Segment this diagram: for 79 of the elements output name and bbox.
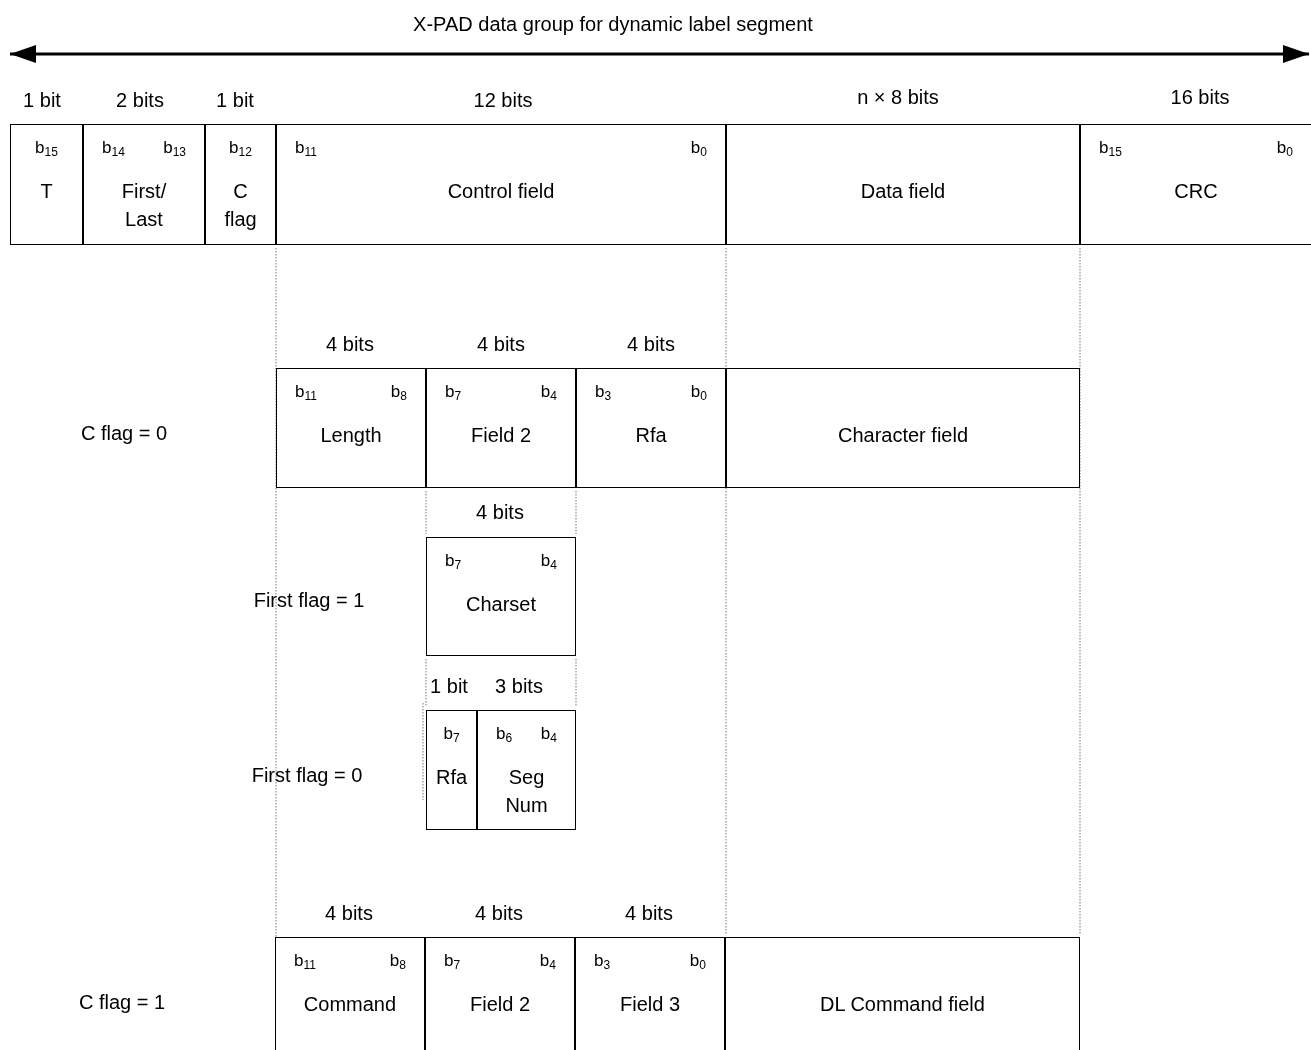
bit-index: b$_{4}$: [540, 381, 557, 405]
field-cell: [83, 124, 205, 245]
field-name: Character field: [836, 423, 970, 448]
field-cell: [576, 368, 726, 488]
bit-width-label: 4 bits: [627, 332, 675, 356]
bit-width-label: 4 bits: [326, 332, 374, 356]
field-name: Field 2: [469, 992, 531, 1017]
bit-index: b$_{12}$: [229, 137, 252, 161]
field-name: Rfa: [634, 423, 668, 448]
field-name: Rfa: [434, 765, 469, 790]
bit-width-label: 4 bits: [325, 901, 373, 925]
bit-width-label: 4 bits: [625, 901, 673, 925]
field-cell: [275, 937, 425, 1050]
bit-index: b$_{3}$: [594, 950, 611, 974]
field-cell: [10, 124, 83, 245]
bit-index: b$_{3}$: [595, 381, 612, 405]
field-cell: [425, 937, 575, 1050]
bit-width-label: 1 bit: [23, 88, 61, 112]
field-name: C flag: [223, 179, 258, 232]
field-name: Field 2: [470, 423, 532, 448]
field-cell: [276, 368, 426, 488]
diagram-title: X-PAD data group for dynamic label segment: [413, 12, 813, 36]
bit-index: b$_{11}$: [295, 137, 317, 161]
bit-index: b$_{7}$: [445, 381, 462, 405]
bit-width-label: 2 bits: [116, 88, 164, 112]
bit-index: b$_{7}$: [445, 550, 462, 574]
bit-width-label: 3 bits: [495, 674, 543, 698]
bit-index: b$_{15}$: [35, 137, 58, 161]
field-cell: [426, 368, 576, 488]
bit-index: b$_{6}$: [496, 723, 513, 747]
field-cell: [725, 937, 1080, 1050]
bit-width-label: n × 8 bits: [857, 85, 939, 109]
field-name: Seg Num: [504, 765, 549, 818]
field-name: Charset: [465, 592, 537, 617]
bit-index: b$_{0}$: [690, 137, 707, 161]
field-cell: [1080, 124, 1311, 245]
field-name: Field 3: [619, 992, 681, 1017]
field-name: DL Command field: [819, 992, 986, 1017]
field-name: First/ Last: [120, 179, 168, 232]
bit-index: b$_{8}$: [390, 381, 407, 405]
condition-label: C flag = 1: [78, 990, 166, 1014]
field-name: T: [39, 179, 54, 204]
bit-width-label: 4 bits: [476, 500, 524, 524]
bit-index: b$_{13}$: [163, 137, 186, 161]
bit-width-label: 12 bits: [473, 88, 533, 112]
field-cell: [205, 124, 276, 245]
bit-index: b$_{4}$: [540, 550, 557, 574]
bit-index: b$_{11}$: [295, 381, 317, 405]
bit-index: b$_{8}$: [389, 950, 406, 974]
bit-index: b$_{0}$: [689, 950, 706, 974]
bit-index: b$_{4}$: [540, 723, 557, 747]
field-name: Command: [302, 992, 398, 1017]
bit-index: b$_{0}$: [690, 381, 707, 405]
field-cell: [726, 124, 1080, 245]
bit-index: b$_{7}$: [444, 950, 461, 974]
condition-label: First flag = 0: [251, 763, 363, 787]
field-name: Control field: [446, 179, 556, 204]
field-name: Data field: [859, 179, 947, 204]
condition-label: C flag = 0: [80, 421, 168, 445]
bit-width-label: 4 bits: [477, 332, 525, 356]
bit-width-label: 1 bit: [216, 88, 254, 112]
condition-label: First flag = 1: [253, 588, 365, 612]
field-cell: [575, 937, 725, 1050]
field-cell: [426, 710, 477, 830]
field-cell: [276, 124, 726, 245]
bit-width-label: 1 bit: [430, 674, 468, 698]
field-cell: [477, 710, 576, 830]
bit-width-label: 16 bits: [1170, 85, 1230, 109]
bit-index: b$_{7}$: [443, 723, 460, 747]
field-name: Length: [319, 423, 383, 448]
bit-index: b$_{14}$: [102, 137, 125, 161]
field-name: CRC: [1173, 179, 1219, 204]
bit-index: b$_{15}$: [1099, 137, 1122, 161]
field-cell: [426, 537, 576, 656]
bit-index: b$_{11}$: [294, 950, 316, 974]
bit-index: b$_{0}$: [1276, 137, 1293, 161]
bit-index: b$_{4}$: [539, 950, 556, 974]
bit-width-label: 4 bits: [475, 901, 523, 925]
field-cell: [726, 368, 1080, 488]
